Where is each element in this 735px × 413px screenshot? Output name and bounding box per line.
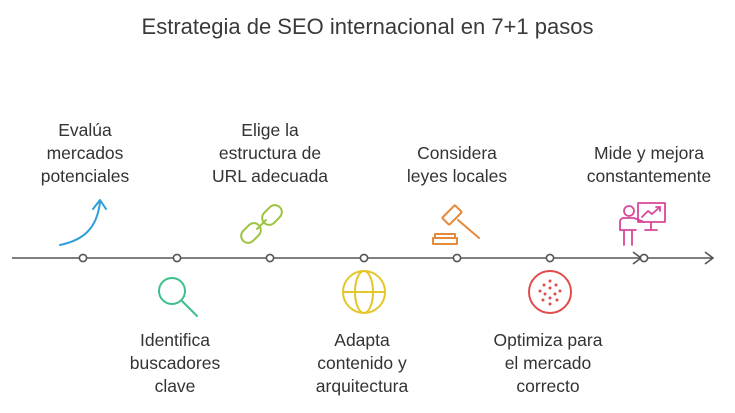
page-title: Estrategia de SEO internacional en 7+1 p… (141, 14, 594, 39)
arrow-curve-up-icon (59, 199, 107, 246)
magnifier-icon (158, 277, 198, 317)
timeline-marker (639, 253, 649, 263)
globe-icon (342, 270, 386, 314)
timeline-arrowhead (704, 251, 715, 265)
timeline-marker (545, 253, 555, 263)
timeline-marker (359, 253, 369, 263)
timeline-marker (78, 253, 88, 263)
timeline-marker (265, 253, 275, 263)
chain-link-icon (240, 204, 283, 244)
timeline-marker (172, 253, 182, 263)
gavel-icon (432, 204, 480, 245)
presenter-chart-icon (619, 202, 666, 246)
timeline-marker (452, 253, 462, 263)
target-dots-icon (528, 270, 572, 314)
